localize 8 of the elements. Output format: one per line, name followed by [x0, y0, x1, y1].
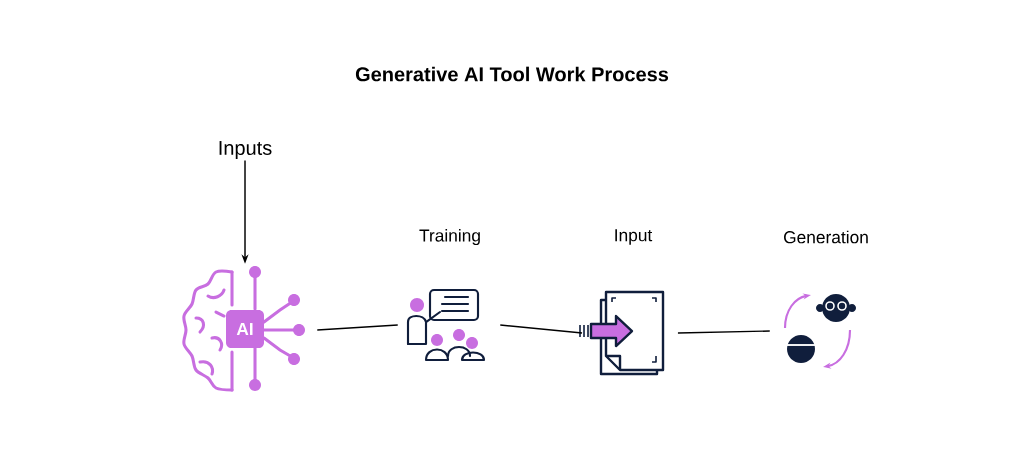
connector-line [677, 330, 771, 334]
input-label: Inputs [219, 141, 272, 159]
connector-line [499, 324, 583, 334]
step-label: Generation [784, 230, 868, 244]
step-label: Training [419, 228, 480, 246]
title: Generative AI Tool Work Process [355, 66, 669, 82]
connector-line [316, 324, 399, 331]
step-label: Input [615, 229, 653, 245]
